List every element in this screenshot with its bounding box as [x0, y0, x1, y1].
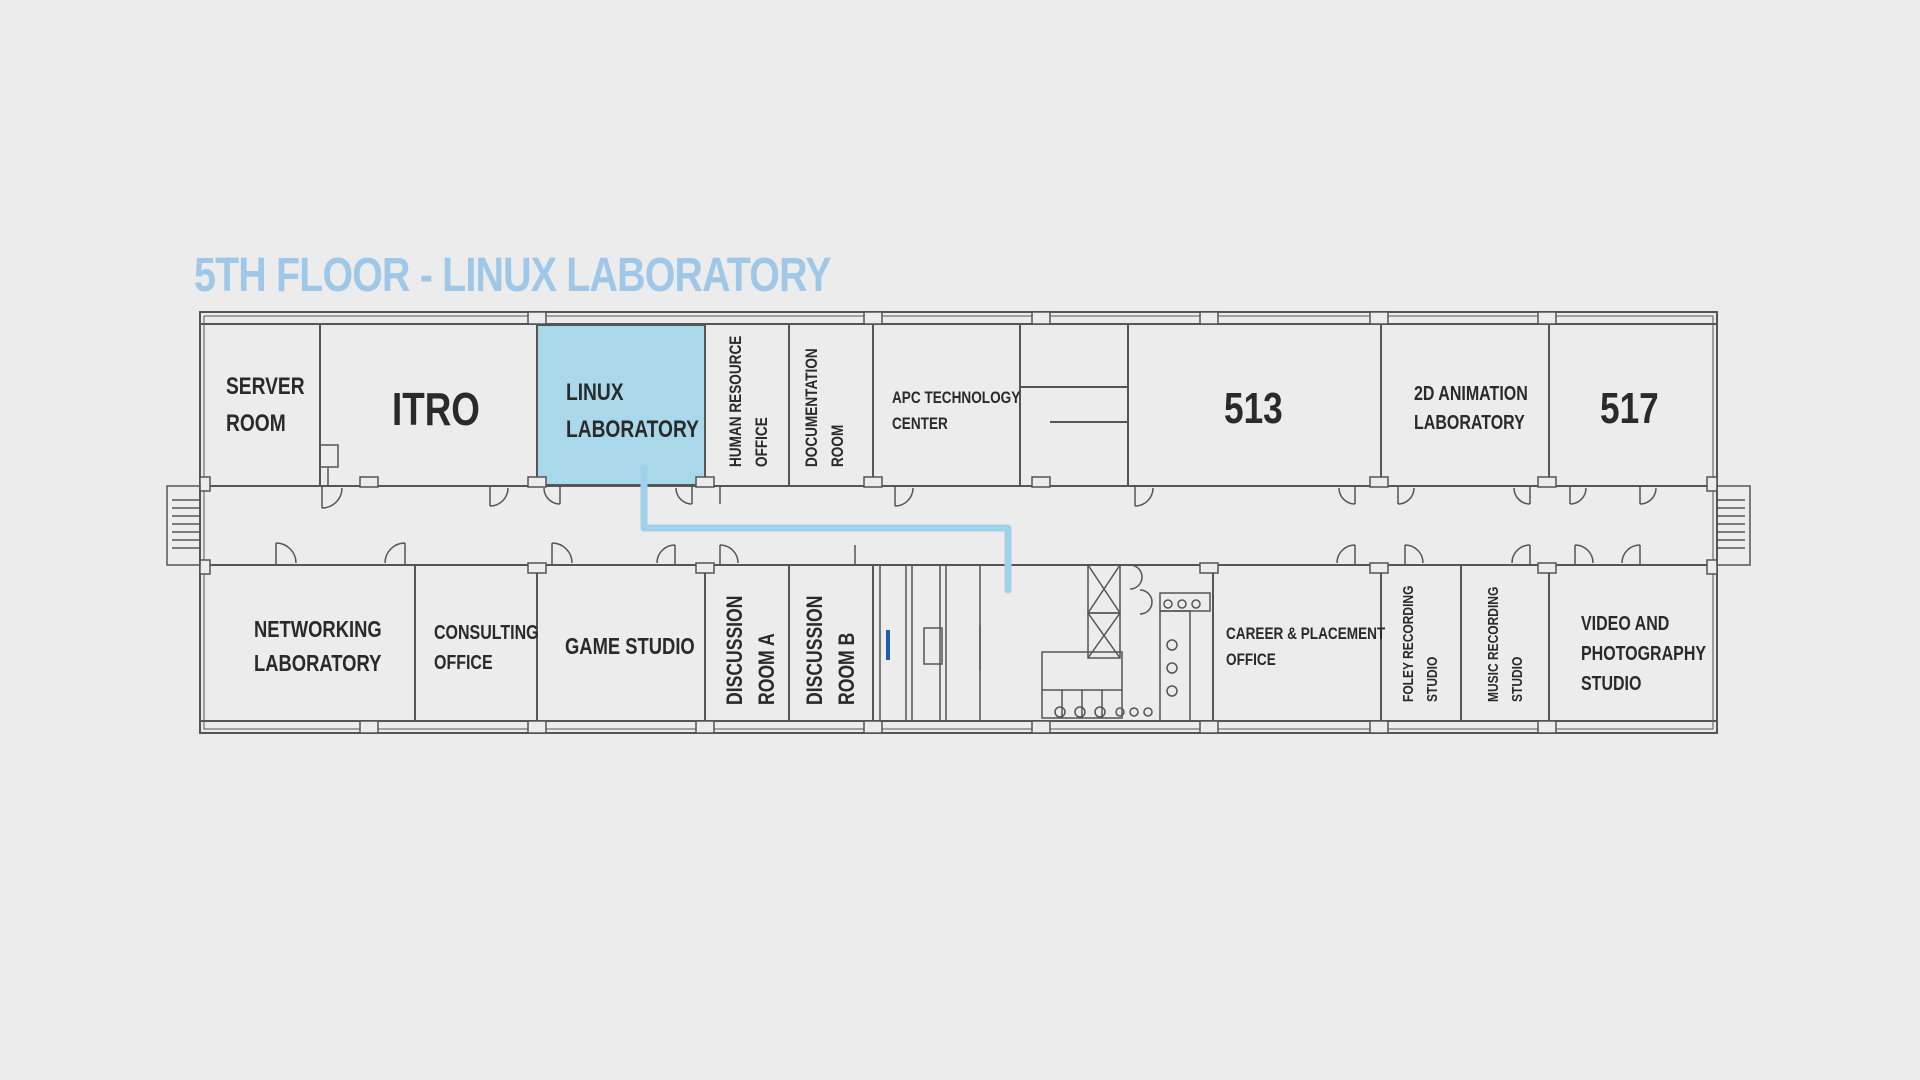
bottom-room-walls [414, 565, 1550, 721]
discussion-a-label: DISCUSSION ROOM A [723, 591, 779, 705]
networking-lab-label: NETWORKING LABORATORY [254, 617, 387, 676]
room-517-label: 517 [1600, 384, 1659, 433]
game-studio-label: GAME STUDIO [565, 634, 695, 659]
server-room-label: SERVER ROOM [226, 372, 310, 437]
documentation-room-label: DOCUMENTATION ROOM [803, 345, 848, 467]
itro-label: ITRO [392, 383, 480, 435]
doors [275, 444, 1657, 565]
columns [199, 311, 1718, 734]
foley-studio-label: FOLEY RECORDING STUDIO [1400, 582, 1441, 702]
apc-center-label: APC TECHNOLOGY CENTER [892, 389, 1024, 434]
animation-lab-label: 2D ANIMATION LABORATORY [1414, 382, 1532, 433]
route-path [640, 464, 1012, 594]
linux-lab-label[interactable]: LINUX LABORATORY [566, 378, 699, 443]
stair-west [166, 485, 201, 566]
elevator-core [1041, 564, 1211, 722]
career-office-label: CAREER & PLACEMENT OFFICE [1226, 625, 1389, 670]
room-513-label: 513 [1224, 384, 1283, 433]
music-studio-label: MUSIC RECORDING STUDIO [1485, 583, 1526, 702]
discussion-b-label: DISCUSSION ROOM B [803, 591, 859, 705]
stair-east [1716, 485, 1751, 566]
consulting-office-label: CONSULTING OFFICE [434, 621, 543, 673]
top-room-walls [319, 324, 1550, 486]
hr-office-label: HUMAN RESOURCE OFFICE [727, 332, 772, 467]
floor-title: 5TH FLOOR - LINUX LABORATORY [194, 249, 831, 302]
stair-marker [886, 630, 890, 660]
video-studio-label: VIDEO AND PHOTOGRAPHY STUDIO [1581, 612, 1711, 694]
central-stair [879, 564, 981, 722]
